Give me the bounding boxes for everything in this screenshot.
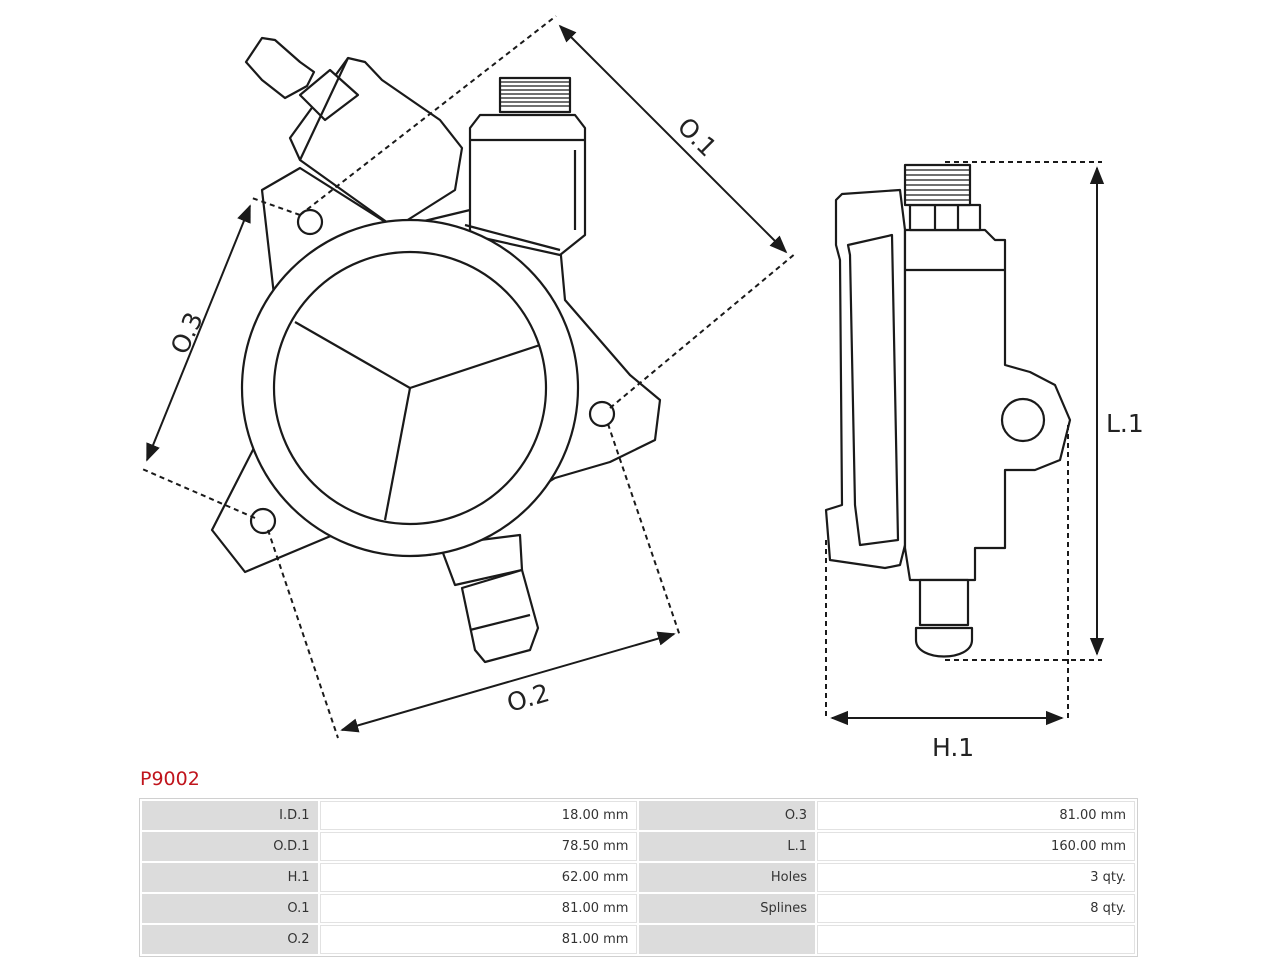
spec-label: Splines	[639, 894, 816, 923]
dim-label-o3: O.3	[165, 308, 209, 359]
side-dimensions	[825, 161, 1105, 726]
dim-label-h1: H.1	[932, 733, 974, 762]
spec-label: O.D.1	[142, 832, 318, 861]
table-row: H.1 62.00 mm Holes 3 qty.	[142, 863, 1135, 892]
spec-value: 81.00 mm	[319, 925, 638, 954]
bottom-outlet	[438, 533, 540, 664]
bolt-hole-2	[588, 400, 616, 428]
spec-label: O.3	[639, 801, 816, 830]
upper-left-outlet	[244, 36, 464, 230]
side-flange	[824, 188, 907, 570]
spec-value: 8 qty.	[817, 894, 1135, 923]
dim-label-o1: O.1	[672, 112, 723, 163]
threaded-fitting	[464, 76, 587, 257]
table-row: O.2 81.00 mm	[142, 925, 1135, 954]
spec-value: 160.00 mm	[817, 832, 1135, 861]
spec-value: 3 qty.	[817, 863, 1135, 892]
front-dimensions	[139, 15, 797, 739]
front-view	[210, 36, 662, 664]
spec-value: 78.50 mm	[319, 832, 638, 861]
side-view	[824, 163, 1072, 658]
spec-table: I.D.1 18.00 mm O.3 81.00 mm O.D.1 78.50 …	[139, 798, 1138, 957]
technical-drawing: O.1 O.3 O.2 L.1 H.1	[139, 15, 1144, 762]
dim-label-o2: O.2	[504, 678, 553, 718]
spec-label	[639, 925, 816, 954]
spec-label: L.1	[639, 832, 816, 861]
bolt-hole-3	[249, 507, 277, 535]
spec-value: 18.00 mm	[319, 801, 638, 830]
rotor-lines	[294, 321, 541, 521]
bolt-hole-1	[296, 208, 324, 236]
spec-value: 81.00 mm	[319, 894, 638, 923]
spec-value: 62.00 mm	[319, 863, 638, 892]
spec-label: H.1	[142, 863, 318, 892]
table-row: O.1 81.00 mm Splines 8 qty.	[142, 894, 1135, 923]
spec-label: Holes	[639, 863, 816, 892]
dim-label-l1: L.1	[1106, 409, 1144, 438]
spec-label: O.2	[142, 925, 318, 954]
spec-value	[817, 925, 1135, 954]
spec-value: 81.00 mm	[817, 801, 1135, 830]
spec-label: O.1	[142, 894, 318, 923]
spec-label: I.D.1	[142, 801, 318, 830]
table-row: I.D.1 18.00 mm O.3 81.00 mm	[142, 801, 1135, 830]
side-eye	[1000, 397, 1046, 443]
side-body	[903, 228, 1072, 582]
part-number: P9002	[140, 768, 200, 790]
table-row: O.D.1 78.50 mm L.1 160.00 mm	[142, 832, 1135, 861]
